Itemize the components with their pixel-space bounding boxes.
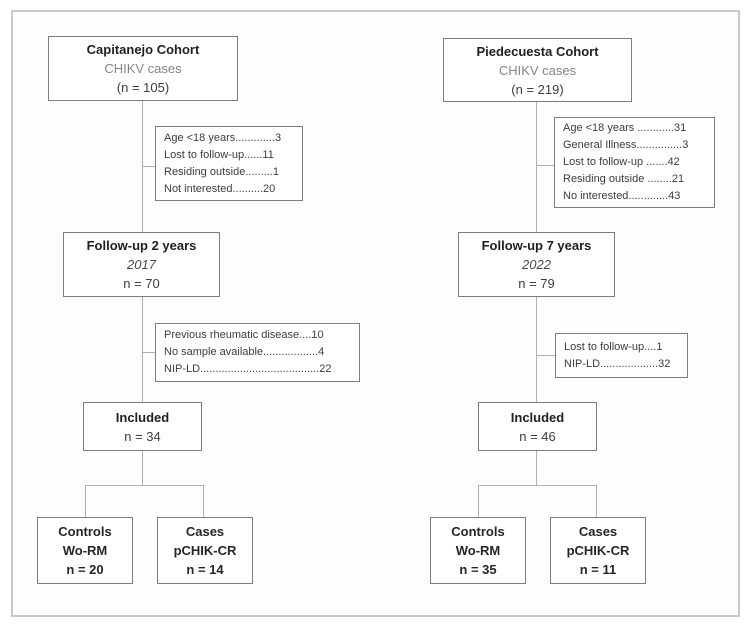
connector-line xyxy=(142,297,143,402)
followup-year: 2017 xyxy=(127,257,156,272)
piedecuesta-followup-box: Follow-up 7 years 2022 n = 79 xyxy=(458,232,615,297)
connector-line xyxy=(536,297,537,402)
capitanejo-included-box: Included n = 34 xyxy=(83,402,202,451)
exclusion-line: No interested.............43 xyxy=(563,190,681,202)
cohort-subtitle: CHIKV cases xyxy=(498,62,577,78)
exclusion-line: No sample available..................4 xyxy=(164,346,325,358)
followup-count: n = 79 xyxy=(518,276,555,291)
controls-subtitle: Wo-RM xyxy=(62,543,108,558)
capitanejo-exclusion-box-2: Previous rheumatic disease....10 No samp… xyxy=(155,323,360,382)
capitanejo-controls-box: Controls Wo-RM n = 20 xyxy=(37,517,133,584)
controls-title: Controls xyxy=(451,524,505,539)
capitanejo-exclusion-box-1: Age <18 years.............3 Lost to foll… xyxy=(155,126,303,201)
followup-count: n = 70 xyxy=(123,276,160,291)
cohort-count: (n = 105) xyxy=(116,80,170,95)
controls-count: n = 35 xyxy=(459,562,497,577)
cohort-title: Piedecuesta Cohort xyxy=(476,43,599,59)
included-count: n = 34 xyxy=(124,428,161,444)
cases-count: n = 14 xyxy=(186,562,224,577)
diagram-frame xyxy=(11,10,740,617)
exclusion-line: Residing outside.........1 xyxy=(164,165,279,178)
cohort-title: Capitanejo Cohort xyxy=(86,42,200,57)
capitanejo-cohort-box: Capitanejo Cohort CHIKV cases (n = 105) xyxy=(48,36,238,101)
connector-line xyxy=(85,485,204,486)
connector-line xyxy=(142,451,143,485)
controls-count: n = 20 xyxy=(66,562,104,577)
cases-title: Cases xyxy=(185,524,225,539)
exclusion-line: Age <18 years ............31 xyxy=(563,122,687,134)
exclusion-line: NIP-LD...................32 xyxy=(564,357,671,370)
piedecuesta-cases-box: Cases pCHIK-CR n = 11 xyxy=(550,517,646,584)
exclusion-line: General Illness...............3 xyxy=(563,139,689,151)
piedecuesta-exclusion-box-2: Lost to follow-up....1 NIP-LD...........… xyxy=(555,333,688,378)
capitanejo-cases-box: Cases pCHIK-CR n = 14 xyxy=(157,517,253,584)
followup-title: Follow-up 7 years xyxy=(481,238,592,253)
piedecuesta-included-box: Included n = 46 xyxy=(478,402,597,451)
connector-line xyxy=(143,352,155,353)
cohort-count: (n = 219) xyxy=(511,81,564,97)
exclusion-line: Not interested..........20 xyxy=(164,182,276,195)
included-title: Included xyxy=(510,409,565,425)
exclusion-line: Lost to follow-up .......42 xyxy=(563,156,680,168)
piedecuesta-controls-box: Controls Wo-RM n = 35 xyxy=(430,517,526,584)
connector-line xyxy=(143,166,155,167)
connector-line xyxy=(142,101,143,232)
connector-line xyxy=(537,165,554,166)
connector-line xyxy=(85,485,86,517)
exclusion-line: NIP-LD..................................… xyxy=(164,363,332,375)
connector-line xyxy=(478,485,479,517)
cases-subtitle: pCHIK-CR xyxy=(566,543,630,558)
exclusion-line: Residing outside ........21 xyxy=(563,173,685,185)
cohort-subtitle: CHIKV cases xyxy=(104,61,182,76)
connector-line xyxy=(537,355,555,356)
piedecuesta-cohort-box: Piedecuesta Cohort CHIKV cases (n = 219) xyxy=(443,38,632,102)
exclusion-line: Lost to follow-up....1 xyxy=(564,340,663,353)
followup-year: 2022 xyxy=(522,257,551,272)
controls-subtitle: Wo-RM xyxy=(455,543,501,558)
connector-line xyxy=(596,485,597,517)
cases-subtitle: pCHIK-CR xyxy=(173,543,237,558)
connector-line xyxy=(478,485,597,486)
connector-line xyxy=(536,451,537,485)
connector-line xyxy=(203,485,204,517)
exclusion-line: Age <18 years.............3 xyxy=(164,131,282,144)
included-count: n = 46 xyxy=(519,428,556,444)
capitanejo-followup-box: Follow-up 2 years 2017 n = 70 xyxy=(63,232,220,297)
exclusion-line: Lost to follow-up......11 xyxy=(164,148,274,161)
cases-count: n = 11 xyxy=(579,562,617,577)
cases-title: Cases xyxy=(578,524,618,539)
followup-title: Follow-up 2 years xyxy=(86,238,197,253)
included-title: Included xyxy=(115,409,170,425)
piedecuesta-exclusion-box-1: Age <18 years ............31 General Ill… xyxy=(554,117,715,208)
exclusion-line: Previous rheumatic disease....10 xyxy=(164,329,324,341)
connector-line xyxy=(536,102,537,232)
controls-title: Controls xyxy=(58,524,112,539)
